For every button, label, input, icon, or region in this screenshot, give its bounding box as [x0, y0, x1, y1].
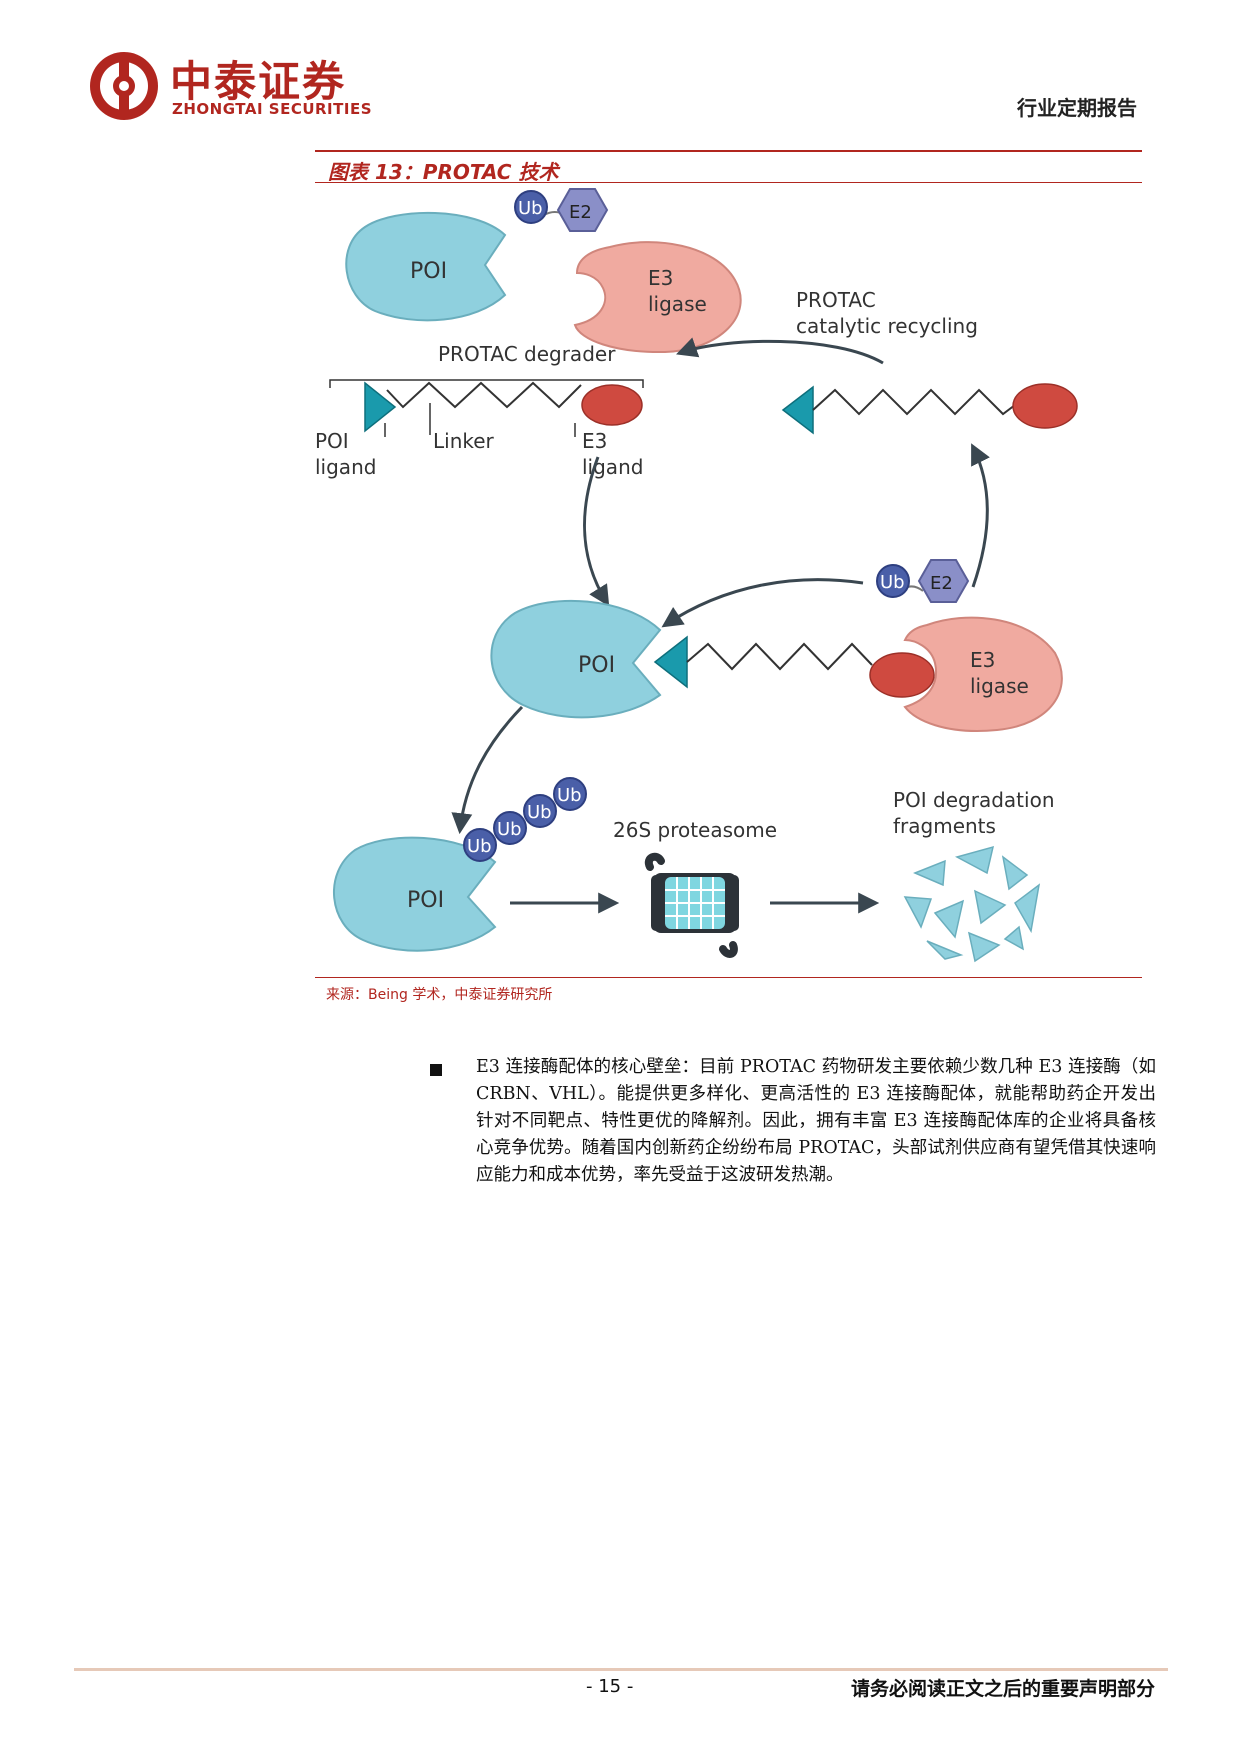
logo-english-name: ZHONGTAI SECURITIES — [172, 100, 372, 118]
degradation-fragments — [903, 845, 1041, 963]
arrow-to-ubiquitinated — [451, 705, 524, 835]
fragments-label-line2: fragments — [893, 814, 996, 838]
proteasome-label: 26S proteasome — [613, 818, 777, 842]
figure-top-rule — [315, 150, 1142, 152]
e2-middle-label: E2 — [930, 573, 953, 594]
e3-ligase-top: E3 ligase — [573, 241, 742, 354]
poi-ligand-triangle-middle — [653, 635, 688, 689]
poi-bottom-label: POI — [407, 888, 444, 913]
arrow-to-ternary — [582, 456, 610, 607]
logo-chinese-name: 中泰证券 — [170, 57, 347, 106]
e2-ub-top: E2 Ub — [514, 188, 609, 232]
footer-disclaimer: 请务必阅读正文之后的重要声明部分 — [850, 1678, 1155, 1700]
bullet-paragraph: E3 连接酶配体的核心壁垒：目前 PROTAC 药物研发主要依赖少数几种 E3 … — [476, 1057, 1156, 1185]
proteasome-icon — [644, 852, 739, 958]
footer-rule — [74, 1668, 1168, 1671]
e3-top-label: E3 — [648, 266, 673, 290]
ligase-top-label: ligase — [648, 292, 707, 316]
fragments-label-line1: POI degradation — [893, 788, 1055, 812]
degrader-label: PROTAC degrader — [438, 342, 616, 366]
poi-middle: POI — [490, 599, 662, 719]
ub-chain: Ub Ub Ub Ub — [463, 777, 587, 862]
recycling-label-line2: catalytic recycling — [796, 314, 978, 338]
report-type: 行业定期报告 — [1017, 96, 1137, 120]
ub-middle-label: Ub — [880, 572, 905, 593]
protac-diagram: POI E3 ligase E2 Ub PROTAC catalytic rec… — [315, 188, 1078, 963]
poi-bottom: POI — [333, 836, 497, 952]
e3-ligand-right — [1012, 383, 1078, 429]
figure-title: 图表 13：PROTAC 技术 — [328, 160, 559, 184]
linker-zigzag-right — [812, 388, 1016, 416]
arrow-up-right — [971, 443, 990, 588]
ub-top-label: Ub — [518, 198, 543, 219]
e3-ligase-middle: E3 ligase — [903, 616, 1063, 732]
bullet-square-icon — [430, 1064, 442, 1076]
ligase-middle-label: ligase — [970, 674, 1029, 698]
ub-chain-label-4: Ub — [557, 785, 582, 806]
e3-ligand-left — [581, 384, 643, 426]
poi-top-label: POI — [410, 259, 447, 284]
poi-ligand-triangle-right — [781, 385, 814, 435]
poi-ligand-label-line1: POI — [315, 429, 349, 453]
figure-source: 来源：Being 学术，中泰证券研究所 — [326, 987, 553, 1003]
e3-ligand-middle — [869, 652, 935, 698]
page-number: - 15 - — [586, 1676, 634, 1697]
poi-ligand-triangle-left — [364, 381, 397, 433]
linker-zigzag-middle — [686, 642, 873, 671]
degrader-bracket — [329, 379, 644, 388]
arrow-ub-transfer — [661, 578, 864, 628]
ub-chain-label-3: Ub — [527, 802, 552, 823]
ub-chain-label-2: Ub — [497, 819, 522, 840]
e3-middle-label: E3 — [970, 648, 995, 672]
poi-middle-label: POI — [578, 653, 615, 678]
figure-title-rule — [315, 182, 1142, 183]
e2-ub-middle: E2 Ub — [876, 559, 970, 603]
e3-ligand-label-line1: E3 — [582, 429, 607, 453]
company-logo — [90, 52, 158, 120]
ub-chain-label-1: Ub — [467, 836, 492, 857]
poi-top: POI — [345, 211, 507, 322]
recycling-label-line1: PROTAC — [796, 288, 876, 312]
poi-ligand-label-line2: ligand — [315, 455, 376, 479]
linker-label: Linker — [433, 429, 495, 453]
figure-bottom-rule — [315, 977, 1142, 978]
linker-zigzag-left — [386, 381, 582, 409]
arrow-recycle-top — [676, 337, 884, 365]
e2-top-label: E2 — [569, 202, 592, 223]
